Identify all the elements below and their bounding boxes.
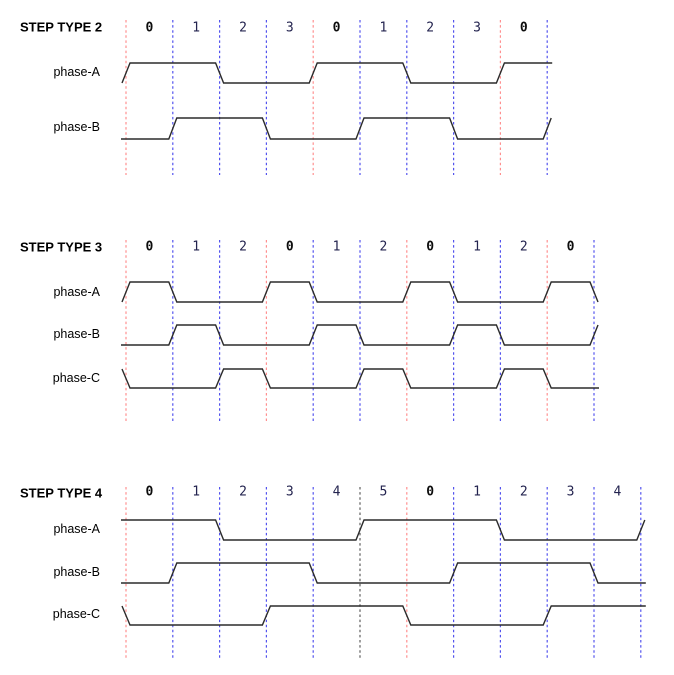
waveform-phase-A [121, 281, 599, 303]
step-number: 0 [145, 239, 154, 255]
step-number: 2 [379, 239, 388, 255]
step-number: 1 [473, 239, 481, 255]
step-number: 0 [426, 484, 435, 500]
phase-b-label: phase-B [53, 120, 100, 134]
waveform-phase-A [121, 519, 646, 541]
step-number: 0 [285, 239, 294, 255]
phase-b-label: phase-B [53, 565, 100, 579]
section-title-step-type-2: STEP TYPE 2 [20, 19, 103, 35]
step-number: 4 [613, 484, 622, 500]
step-number: 4 [332, 484, 341, 500]
waveform-phase-B [121, 117, 552, 140]
step-number: 0 [145, 20, 154, 36]
step-number: 1 [379, 20, 388, 36]
step-number: 2 [239, 20, 247, 36]
step-number: 0 [332, 20, 341, 36]
section-title-step-type-4: STEP TYPE 4 [20, 485, 103, 501]
waveform-phase-B [121, 562, 646, 584]
step-number: 2 [519, 484, 528, 500]
waveform-phase-B [121, 324, 599, 346]
step-number: 0 [566, 239, 575, 255]
step-number: 0 [519, 20, 528, 36]
step-number: 3 [285, 484, 294, 500]
step-number: 1 [192, 20, 201, 36]
waveform-phase-C [121, 368, 599, 389]
step-number: 2 [239, 239, 247, 255]
step-number: 2 [426, 20, 435, 36]
section-title-step-type-3: STEP TYPE 3 [20, 239, 103, 255]
phase-b-label: phase-B [53, 327, 100, 341]
waveform-phase-A [121, 62, 553, 84]
step-number: 1 [473, 484, 481, 500]
phase-a-label: phase-A [53, 285, 100, 299]
step-number: 2 [519, 239, 528, 255]
step-number: 1 [192, 484, 201, 500]
step-number: 1 [332, 239, 341, 255]
phase-c-label: phase-C [52, 371, 100, 385]
step-number: 0 [145, 484, 154, 500]
phase-c-label: phase-C [52, 607, 100, 621]
step-number: 0 [426, 239, 435, 255]
phase-a-label: phase-A [53, 522, 100, 536]
step-number: 5 [379, 484, 388, 500]
step-number: 3 [566, 484, 575, 500]
step-number: 1 [192, 239, 201, 255]
step-number: 3 [473, 20, 481, 36]
step-number: 3 [285, 20, 294, 36]
waveform-phase-C [121, 605, 646, 626]
step-number: 2 [239, 484, 247, 500]
phase-a-label: phase-A [53, 65, 100, 79]
